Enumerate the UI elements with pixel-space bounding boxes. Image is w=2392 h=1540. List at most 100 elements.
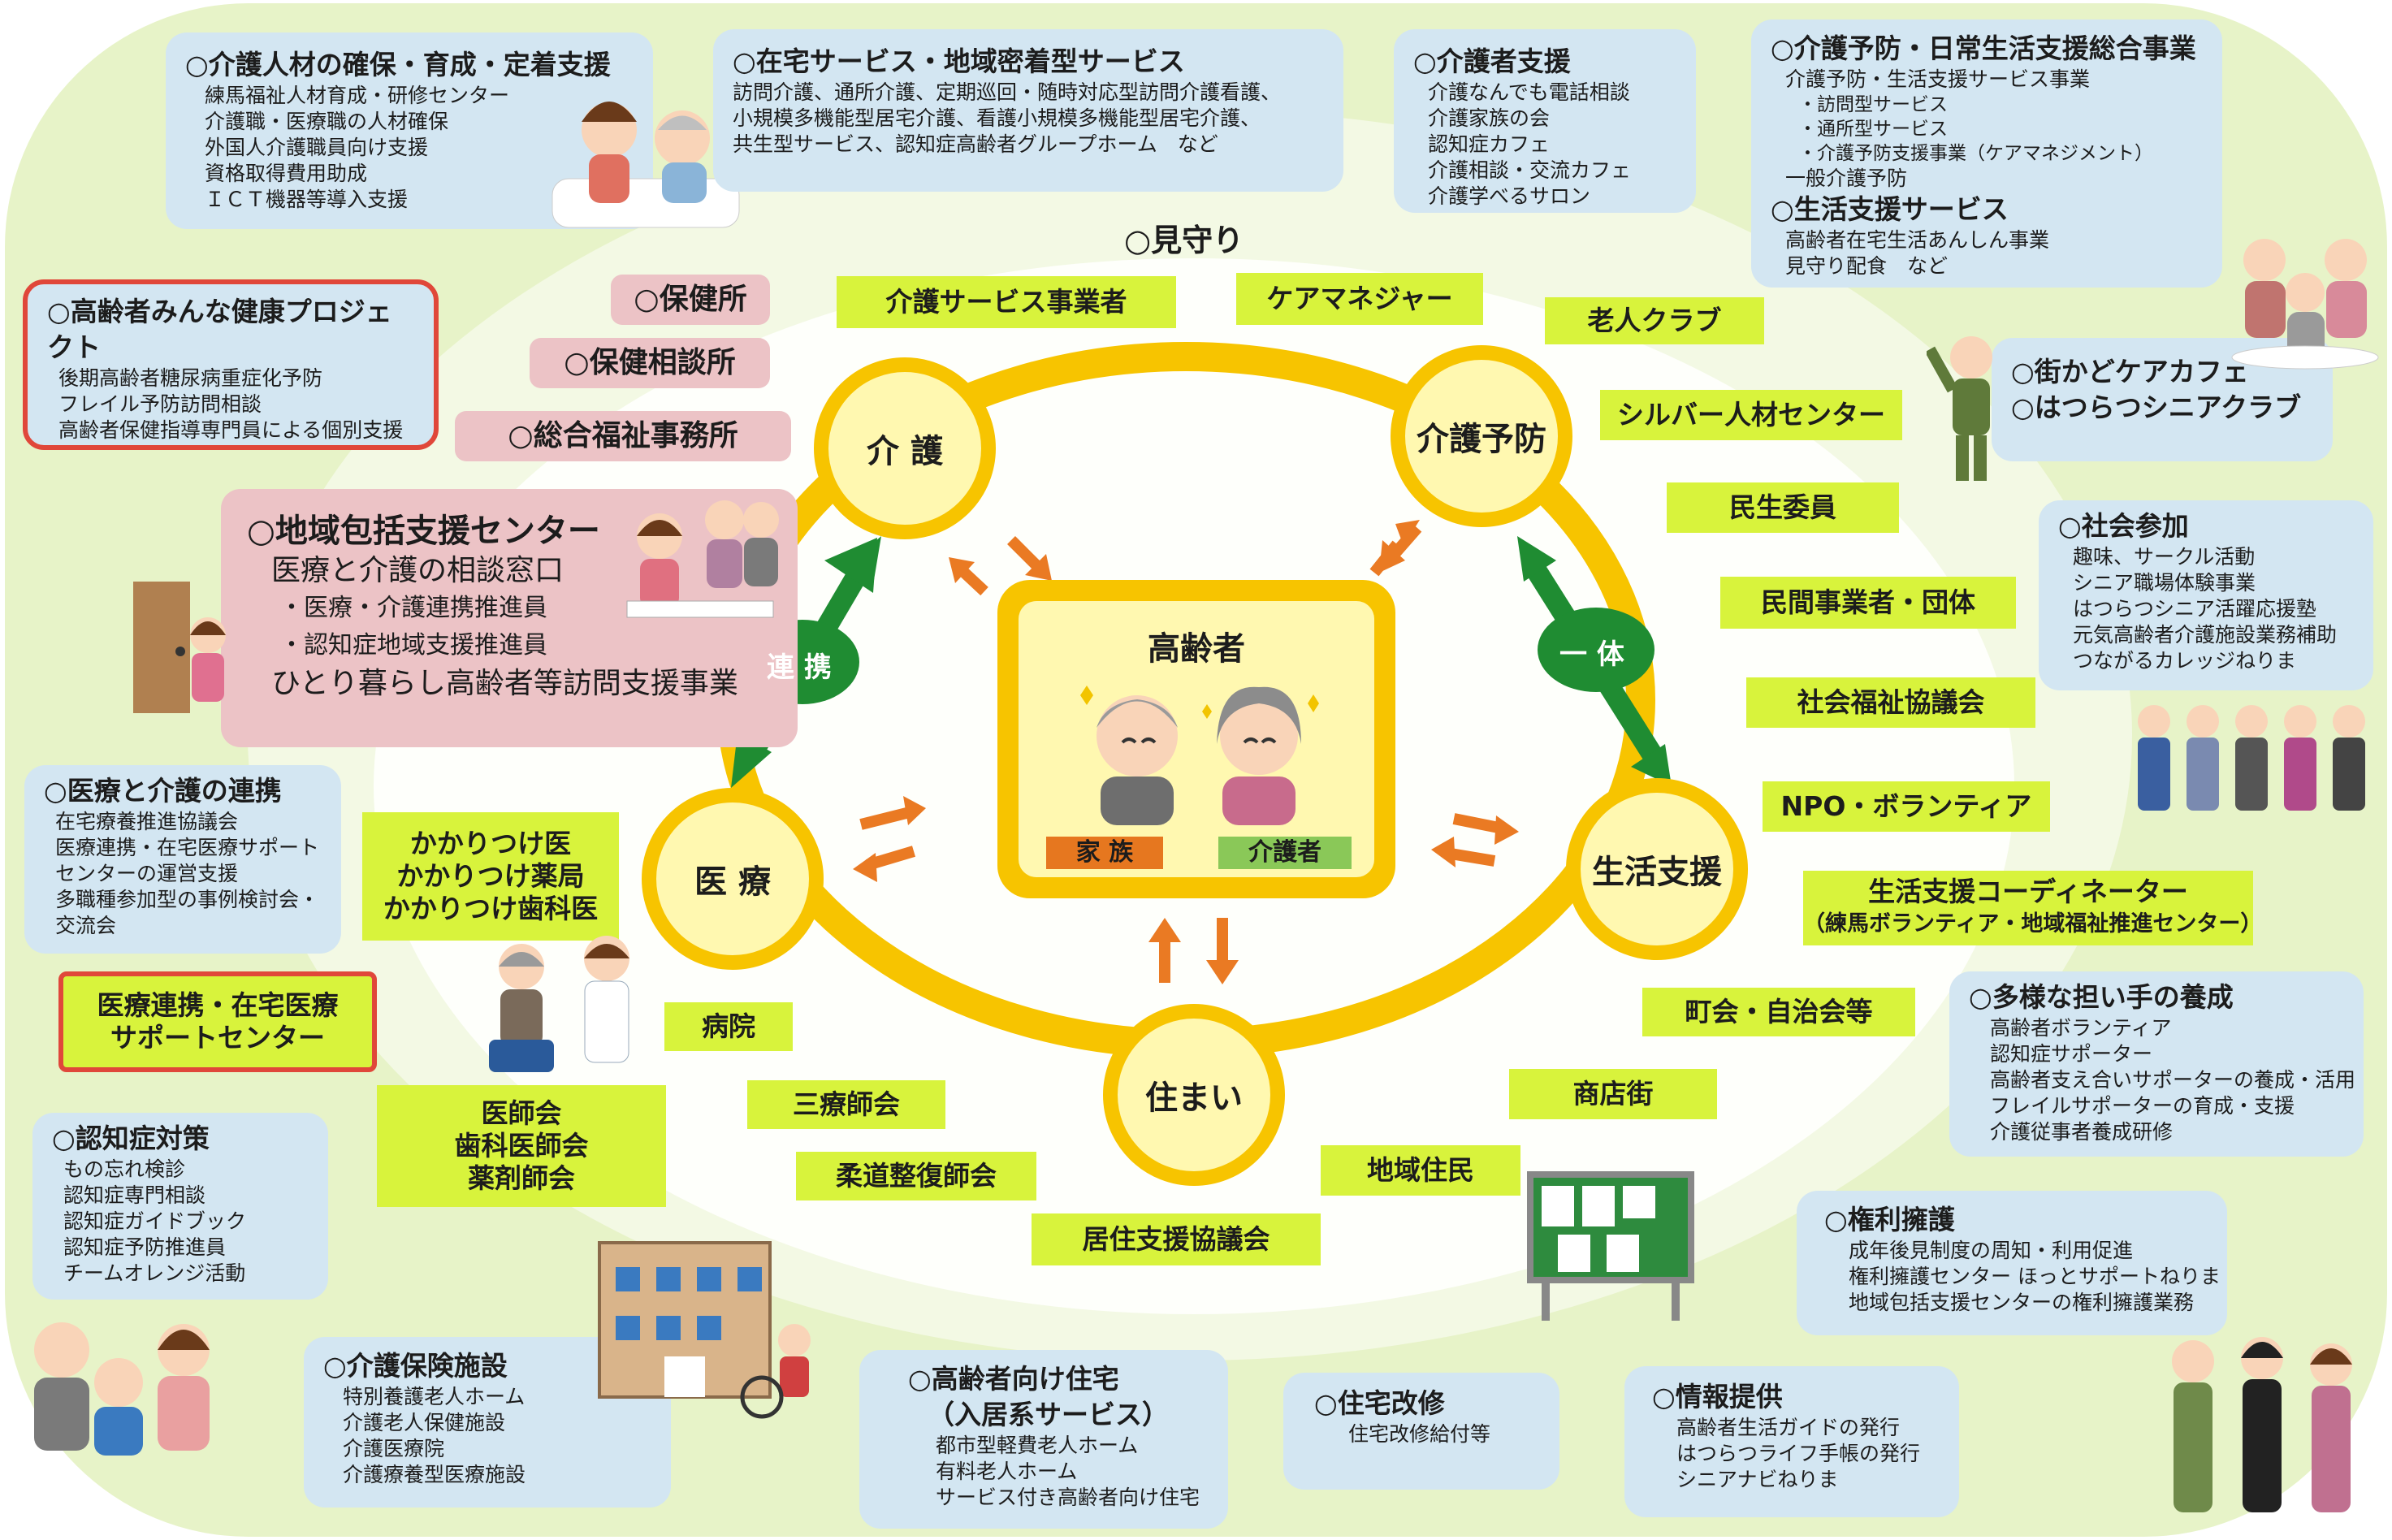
kyoju-shien-label: 居住支援協議会: [1032, 1213, 1321, 1265]
list-item: 在宅療養推進協議会: [55, 810, 239, 833]
ishikai-line3: 薬剤師会: [468, 1162, 575, 1194]
list-item: 高齢者生活ガイドの発行: [1676, 1416, 1901, 1439]
box-iryo-kaigo-renkei: ○医療と介護の連携 在宅療養推進協議会 医療連携・在宅医療サポート センターの運…: [24, 765, 341, 954]
list-item: 医療連携・在宅医療サポート: [55, 836, 320, 859]
family-tag: 家 族: [1046, 837, 1163, 869]
list-item: 訪問介護、通所介護、定期巡回・随時対応型訪問介護看護、: [733, 80, 1282, 104]
box-jutaku-subtitle: （入居系サービス）: [928, 1399, 1169, 1430]
list-item: 元気高齢者介護施設業務補助: [2073, 623, 2338, 647]
list-item: 介護医療院: [343, 1437, 445, 1460]
kakaritsuke-line3: かかりつけ歯科医: [383, 893, 599, 924]
renkei-label: 連 携: [767, 651, 832, 684]
box-kaigosha-title: ○介護者支援: [1413, 45, 1571, 77]
box-ninaite-title: ○多様な担い手の養成: [1969, 981, 2234, 1013]
box-ninchisho: ○認知症対策 もの忘れ検診 認知症専門相談 認知症ガイドブック 認知症予防推進員…: [32, 1113, 328, 1300]
list-item: 認知症予防推進員: [63, 1235, 227, 1259]
rojin-club-label: 老人クラブ: [1545, 297, 1764, 344]
box-kaishu-title: ○住宅改修: [1314, 1387, 1445, 1419]
list-item: 認知症ガイドブック: [63, 1209, 247, 1233]
list-item: 認知症サポーター: [1990, 1042, 2153, 1066]
npo-volunteer-label: NPO・ボランティア: [1763, 781, 2050, 832]
door-visit-illustration: [133, 582, 226, 713]
chiiki-jumin-label: 地域住民: [1321, 1145, 1520, 1196]
list-item: 一般介護予防: [1785, 167, 1908, 190]
ittai-arrow: [1517, 536, 1672, 786]
coordinator-line2: （練馬ボランティア・地域福祉推進センター）: [1803, 911, 2263, 937]
byoin-label: 病院: [664, 1002, 793, 1051]
list-item: 高齢者ボランティア: [1990, 1016, 2172, 1040]
list-item: フレイルサポーターの育成・支援: [1990, 1094, 2295, 1118]
care-worker-illustration: [552, 102, 740, 228]
list-item: ・訪問型サービス: [1798, 94, 1948, 115]
center-elderly-panel: 高齢者 家 族 介護者: [1019, 601, 1374, 877]
box-shakai-sanka: ○社会参加 趣味、サークル活動 シニア職場体験事業 はつらつシニア活躍応援塾 元…: [2039, 500, 2373, 690]
circle-iryo-label: 医 療: [694, 863, 771, 901]
box-joho-teikyo: ○情報提供 高齢者生活ガイドの発行 はつらつライフ手帳の発行 シニアナビねりま: [1624, 1366, 1959, 1517]
box-houkatsu-center: ○地域包括支援センター 医療と介護の相談窓口 ・医療・介護連携推進員 ・認知症地…: [221, 489, 798, 747]
minkan-jigyosha-label: 民間事業者・団体: [1720, 577, 2016, 629]
list-item: 特別養護老人ホーム: [343, 1385, 526, 1408]
list-item: 見守り配食 など: [1785, 254, 1949, 278]
list-item: 介護なんでも電話相談: [1428, 80, 1630, 104]
box-koreisha-jutaku: ○高齢者向け住宅 （入居系サービス） 都市型軽費老人ホーム 有料老人ホーム サー…: [859, 1350, 1228, 1529]
circle-kaigo: 介 護: [814, 357, 996, 539]
chokai-label: 町会・自治会等: [1642, 988, 1915, 1036]
kakaritsuke-label: かかりつけ医 かかりつけ薬局 かかりつけ歯科医: [362, 812, 619, 941]
list-item: 認知症カフェ: [1428, 132, 1551, 156]
circle-sumai: 住まい: [1103, 1004, 1285, 1186]
box-zaitaku-title: ○在宅サービス・地域密着型サービス: [733, 45, 1185, 77]
box-ninchi-title: ○認知症対策: [52, 1123, 210, 1154]
list-item: ・認知症地域支援推進員: [279, 631, 547, 660]
box-jinzai-title: ○介護人材の確保・育成・定着支援: [185, 49, 611, 80]
box-kaigosha-shien: ○介護者支援 介護なんでも電話相談 介護家族の会 認知症カフェ 介護相談・交流カ…: [1394, 29, 1696, 213]
shakyo-label: 社会福祉協議会: [1746, 677, 2035, 728]
doctor-patient-illustration: [489, 936, 629, 1072]
silver-center-label: シルバー人材センター: [1600, 390, 1902, 440]
list-item: 都市型軽費老人ホーム: [936, 1434, 1139, 1457]
circle-kaigo-label: 介 護: [867, 433, 943, 470]
elderly-couple-illustration: [1080, 686, 1319, 825]
list-item: 認知症専門相談: [63, 1183, 206, 1207]
list-item: 権利擁護センター ほっとサポートねりま: [1849, 1265, 2221, 1288]
circle-seikatsu-shien-label: 生活支援: [1592, 854, 1722, 891]
exercising-elderly-illustration: [1927, 336, 1992, 481]
list-item: サービス付き高齢者向け住宅: [936, 1486, 1200, 1509]
iryo-renkei-center-line1: 医療連携・在宅医療: [97, 989, 339, 1021]
box-shisetsu-title: ○介護保険施設: [323, 1350, 508, 1382]
list-item: 地域包括支援センターの権利擁護業務: [1849, 1291, 2195, 1314]
care-manager-label: ケアマネジャー: [1236, 273, 1483, 325]
list-item: 多職種参加型の事例検討会・: [55, 888, 320, 911]
hokenjo-label: ○保健所: [611, 275, 770, 325]
sogo-fukushi-label: ○総合福祉事務所: [455, 411, 791, 461]
iryo-renkei-center-line2: サポートセンター: [110, 1022, 325, 1053]
list-item: 小規模多機能型居宅介護、看護小規模多機能型居宅介護、: [733, 106, 1261, 130]
box-jutaku-title: ○高齢者向け住宅: [908, 1363, 1119, 1395]
coordinator-line1: 生活支援コーディネーター: [1868, 876, 2188, 907]
box-ninaite-yosei: ○多様な担い手の養成 高齢者ボランティア 認知症サポーター 高齢者支え合いサポー…: [1949, 971, 2364, 1157]
box-jutaku-kaishu: ○住宅改修 住宅改修給付等: [1283, 1373, 1559, 1490]
box-kenko-title: ○高齢者みんな健康プロジェクト: [47, 296, 392, 363]
list-item: はつらつライフ手帳の発行: [1676, 1442, 1921, 1465]
mimamori-label: ○見守り: [1124, 223, 1244, 258]
box-yobo-sogo: ○介護予防・日常生活支援総合事業 介護予防・生活支援サービス事業 ・訪問型サービ…: [1751, 19, 2222, 288]
elderly-and-staff-illustration: [2172, 1337, 2352, 1512]
ittai-label: 一 体: [1559, 638, 1624, 671]
ishikai-line2: 歯科医師会: [454, 1130, 589, 1161]
workers-group-illustration: [2138, 705, 2365, 811]
kakaritsuke-line1: かかりつけ医: [409, 828, 572, 859]
hoken-sodanjo-label: ○保健相談所: [530, 338, 770, 388]
caregiver-tag: 介護者: [1218, 837, 1352, 869]
sanryo-label: 三療師会: [747, 1080, 945, 1129]
list-item: 介護学べるサロン: [1428, 184, 1591, 208]
list-item: 介護療養型医療施設: [343, 1463, 526, 1486]
list-item: 有料老人ホーム: [936, 1460, 1078, 1483]
box-zaitaku: ○在宅サービス・地域密着型サービス 訪問介護、通所介護、定期巡回・随時対応型訪問…: [713, 29, 1343, 192]
cafe-item: ○街かどケアカフェ: [2011, 356, 2249, 387]
houkatsu-last: ひとり暮らし高齢者等訪問支援事業: [271, 667, 738, 700]
list-item: 資格取得費用助成: [205, 162, 368, 185]
ishikai-line1: 医師会: [481, 1097, 562, 1129]
list-item: ＩＣＴ機器等導入支援: [205, 188, 409, 211]
list-item: つながるカレッジねりま: [2073, 649, 2297, 673]
kakaritsuke-line2: かかりつけ薬局: [396, 860, 585, 892]
shotengai-label: 商店街: [1509, 1069, 1717, 1119]
